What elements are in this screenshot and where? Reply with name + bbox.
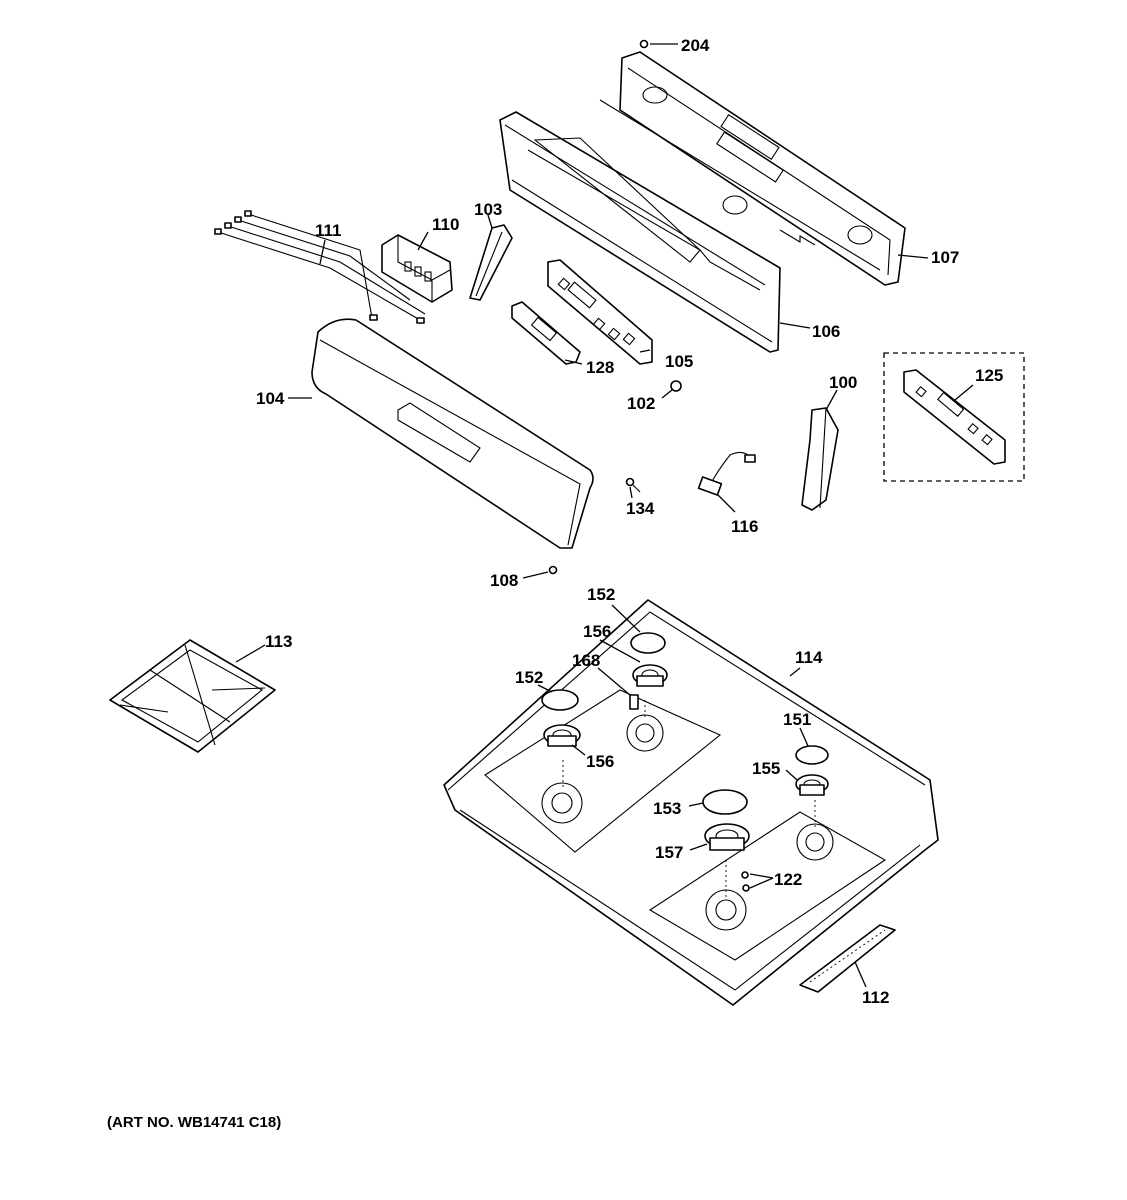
part-168-electrode — [629, 694, 639, 710]
label-204: 204 — [681, 36, 710, 55]
art-number: (ART NO. WB14741 C18) — [107, 1114, 281, 1131]
label-102: 102 — [627, 394, 655, 413]
label-112: 112 — [862, 988, 889, 1007]
part-100-side-trim — [801, 407, 839, 511]
label-103: 103 — [474, 200, 502, 219]
part-152-cap-rear — [630, 632, 666, 654]
part-122-screws — [741, 871, 750, 892]
part-112-strip — [799, 924, 896, 993]
label-113: 113 — [265, 632, 292, 651]
part-156-head-left — [543, 724, 581, 747]
label-106: 106 — [812, 322, 840, 341]
part-155-head — [795, 774, 829, 796]
part-153-cap — [702, 789, 748, 815]
label-107: 107 — [931, 248, 959, 267]
part-105-control-board — [547, 259, 653, 365]
part-106-control-shell — [499, 111, 781, 353]
part-156-head-rear — [632, 664, 668, 687]
label-125: 125 — [975, 366, 1003, 385]
part-204-screw — [639, 39, 678, 49]
part-labels: 204 107 106 103 110 111 104 105 128 102 … — [256, 36, 1003, 1007]
label-168: 168 — [572, 651, 600, 670]
part-107-backguard — [599, 51, 906, 286]
label-116: 116 — [731, 517, 758, 536]
label-122: 122 — [774, 870, 802, 889]
part-152-cap-left — [541, 689, 579, 711]
label-155: 155 — [752, 759, 780, 778]
label-100: 100 — [829, 373, 857, 392]
label-153: 153 — [653, 799, 681, 818]
part-111-wire-harness — [214, 210, 426, 324]
label-114: 114 — [795, 648, 823, 667]
part-116-wire-harness — [697, 451, 756, 496]
part-113-grate — [109, 639, 276, 753]
part-151-cap — [795, 745, 829, 765]
part-157-head — [704, 823, 750, 851]
part-110-spark-module — [381, 234, 453, 303]
leader-lines — [235, 214, 974, 988]
part-125-control-board-kit — [883, 352, 1025, 482]
label-152-left: 152 — [515, 668, 543, 687]
part-134-screw — [625, 477, 641, 493]
label-151: 151 — [783, 710, 811, 729]
label-157: 157 — [655, 843, 683, 862]
label-108: 108 — [490, 571, 518, 590]
label-152-rear: 152 — [587, 585, 615, 604]
part-108-screw — [548, 565, 558, 575]
label-134: 134 — [626, 499, 655, 518]
part-104-control-panel — [311, 318, 594, 549]
label-156-rear: 156 — [583, 622, 611, 641]
label-111: 111 — [315, 221, 342, 240]
part-103-bracket — [469, 224, 513, 301]
part-128-membrane-switch — [511, 301, 581, 365]
part-102-nut — [670, 380, 682, 392]
label-156-left: 156 — [586, 752, 614, 771]
label-104: 104 — [256, 389, 285, 408]
label-105: 105 — [665, 352, 693, 371]
label-110: 110 — [432, 215, 459, 234]
label-128: 128 — [586, 358, 614, 377]
